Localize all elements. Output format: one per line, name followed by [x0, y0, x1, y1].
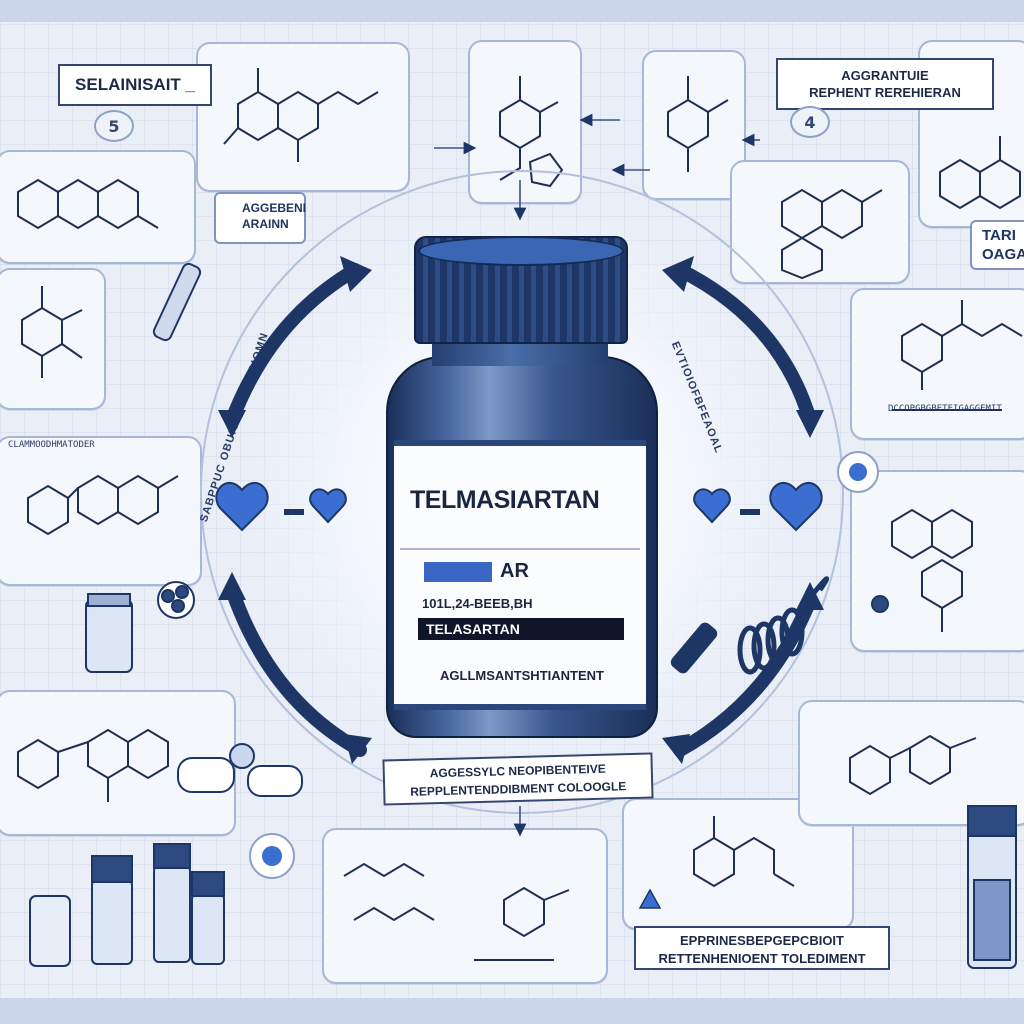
bottle-code-line: 101L,24-BEEB,BH	[422, 596, 533, 611]
left-small-label: AGGEBENI ARAINN	[214, 192, 306, 244]
bottle-cap-top	[418, 236, 624, 266]
bottom-right-box-line1: EPPRINESBEPGEPCBIOIT	[680, 933, 844, 948]
structure-panel-top-left	[196, 42, 410, 192]
bottle-band: TELASARTAN	[418, 618, 624, 640]
structure-panel-right-small	[730, 160, 910, 284]
top-left-label: SELAINISAIT _	[58, 64, 212, 106]
step-badge-left: 5	[94, 110, 134, 142]
bottle-subtitle: AGLLMSANTSHTIANTENT	[440, 668, 604, 683]
structure-panel-left-bottom	[0, 690, 236, 836]
bottle-band-text: TELASARTAN	[426, 621, 520, 637]
bottom-right-box: EPPRINESBEPGEPCBIOIT RETTENHENIOENT TOLE…	[634, 926, 890, 970]
bottle-label-rule	[400, 548, 640, 550]
top-right-label: AGGRANTUIE REPHENT REREHIERAN	[776, 58, 994, 110]
left-panel-caption: CLAMMOODHMATODER	[8, 440, 95, 450]
top-band	[0, 0, 1024, 22]
structure-panel-right-large	[850, 470, 1024, 652]
right-panel-caption: DCCOPGBGBETEIGAGGEMIT	[888, 404, 1002, 414]
structure-panel-right-bottom	[798, 700, 1024, 826]
top-right-label-line1: AGGRANTUIE	[841, 68, 929, 83]
bottle-code-suffix: AR	[500, 560, 529, 582]
step-badge-right: 4	[790, 106, 830, 138]
structure-panel-bottom-center	[322, 828, 608, 984]
structure-panel-left-top	[0, 150, 196, 264]
structure-panel-right	[850, 288, 1024, 440]
structure-panel-left-mid	[0, 268, 106, 410]
structure-panel-left-large	[0, 436, 202, 586]
center-ribbon: AGGESSYLC NEOPIBENTEIVE REPPLENTENDDIBME…	[382, 752, 654, 806]
top-right-label-line2: REPHENT REREHIERAN	[809, 85, 961, 100]
right-tab-label: TARI OAGA	[970, 220, 1024, 270]
bottom-band	[0, 998, 1024, 1024]
bottle-blue-bar	[424, 562, 492, 582]
bottle-title: TELMASIARTAN	[410, 486, 600, 514]
bottom-right-box-line2: RETTENHENIOENT TOLEDIMENT	[658, 951, 866, 966]
structure-panel-top-mid-right	[642, 50, 746, 200]
